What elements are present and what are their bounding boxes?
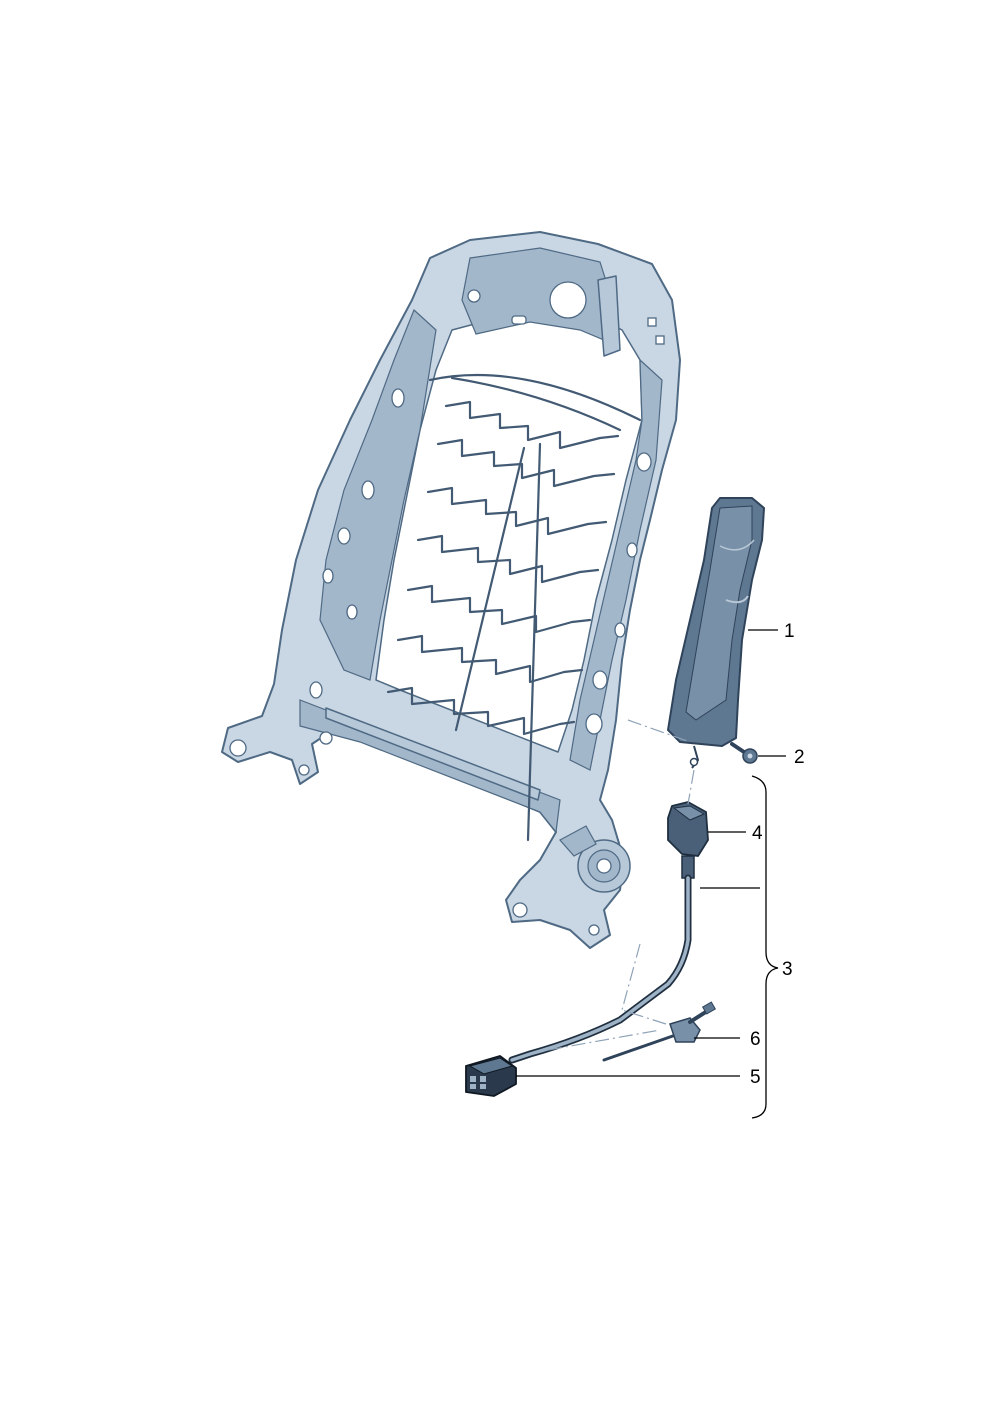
callout-1: 1	[784, 621, 795, 642]
airbag-module[interactable]	[667, 497, 765, 769]
seat-backrest-frame	[221, 231, 681, 949]
callout-2: 2	[794, 747, 805, 768]
harness-plug[interactable]	[465, 1055, 517, 1097]
callout-3: 3	[782, 959, 793, 980]
leader-lines	[516, 629, 786, 1119]
cable-tie[interactable]	[602, 1001, 717, 1062]
screw[interactable]	[730, 742, 758, 764]
assembly-lines	[547, 719, 695, 1051]
airbag-connector[interactable]	[667, 801, 709, 879]
callout-labels: 1 2 3 4 5 6	[750, 621, 805, 1088]
wiring-harness-cable	[508, 874, 692, 1064]
callout-5: 5	[750, 1067, 761, 1088]
callout-6: 6	[750, 1029, 761, 1050]
callout-4: 4	[752, 823, 763, 844]
